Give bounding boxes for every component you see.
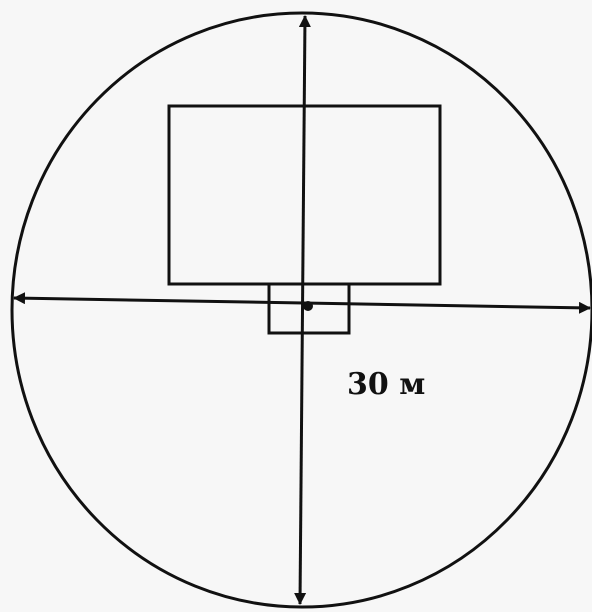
horizontal-diameter-arrow	[13, 292, 591, 314]
diameter-label: 30 м	[347, 367, 425, 402]
outer-circle	[10, 11, 592, 609]
vertical-diameter-arrow	[294, 15, 311, 605]
center-point	[303, 301, 313, 311]
